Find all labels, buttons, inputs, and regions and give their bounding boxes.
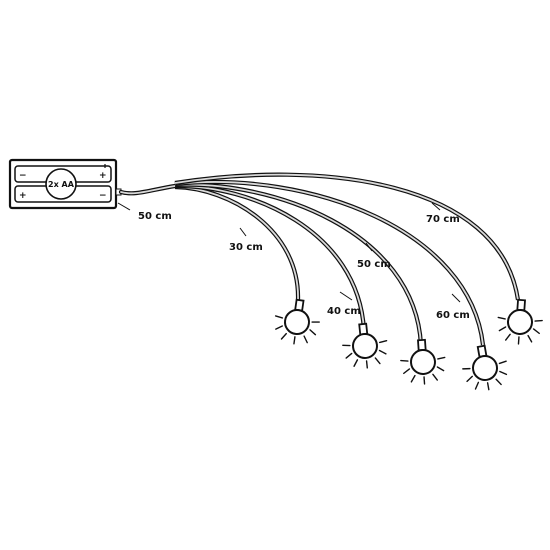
length-labels: 50 cm 30 cm 40 cm 50 cm 60 cm 70 cm xyxy=(117,202,470,321)
battery-box: − + + − 2x AA xyxy=(8,158,122,210)
battery-minus-top: − xyxy=(19,171,27,181)
bulb-icon xyxy=(462,344,508,391)
bulb-icon xyxy=(342,322,388,369)
lead-cable-label: 50 cm xyxy=(138,211,172,222)
branch-label-5: 70 cm xyxy=(426,214,460,225)
branch-label-3: 50 cm xyxy=(357,259,391,270)
branch-label-2: 40 cm xyxy=(327,306,361,317)
battery-plus-top: + xyxy=(99,171,107,181)
battery-plus-bottom: + xyxy=(19,191,27,201)
battery-minus-bottom: − xyxy=(99,191,107,201)
branch-label-4: 60 cm xyxy=(436,310,470,321)
bulb-icon xyxy=(497,298,543,345)
bulb-icon xyxy=(400,338,446,385)
battery-label: 2x AA xyxy=(48,180,75,189)
branch-label-1: 30 cm xyxy=(229,242,263,253)
bulbs xyxy=(274,298,543,391)
bulb-icon xyxy=(274,298,320,345)
branch-cables xyxy=(174,172,521,346)
battery-label-circle xyxy=(45,168,77,200)
